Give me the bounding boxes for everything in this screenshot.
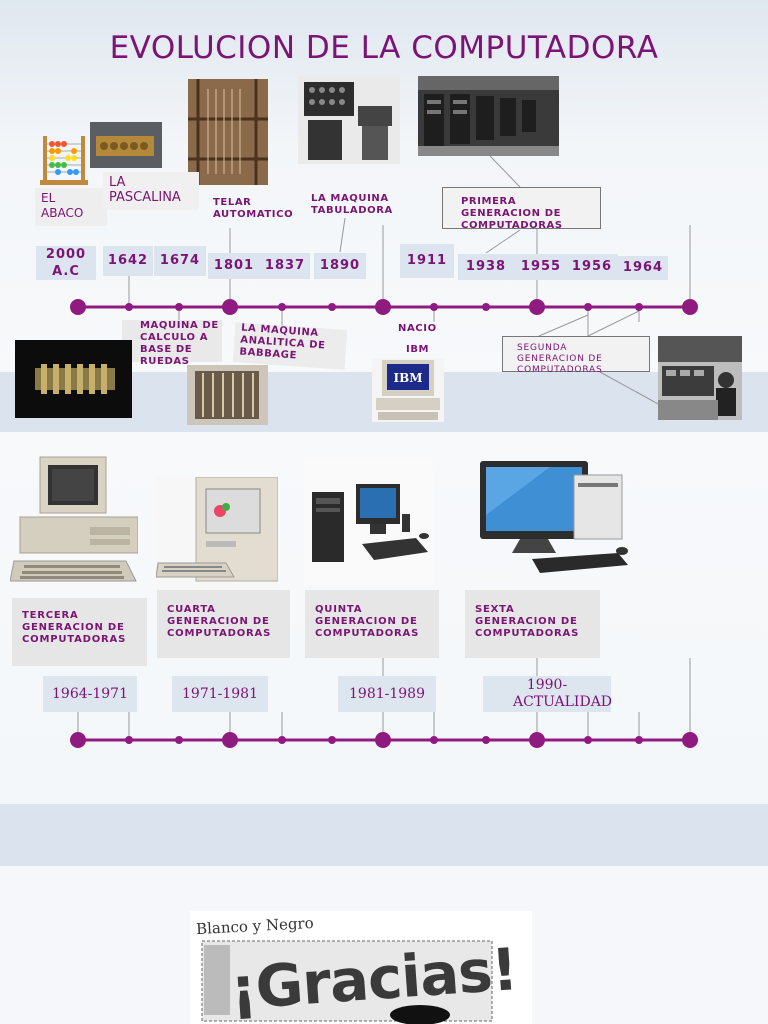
year-1955: 1955 (514, 254, 568, 280)
label-sexta-generacion: SEXTA GENERACION DE COMPUTADORAS (465, 590, 600, 658)
range-tercera: 1964-1971 (43, 676, 137, 712)
sixth-generation-computer-image (480, 461, 628, 573)
year-1890: 1890 (314, 253, 366, 279)
year-1964: 1964 (618, 256, 668, 280)
third-generation-computer-image (10, 456, 138, 582)
label-pascalina: LA PASCALINA (103, 172, 199, 210)
range-cuarta: 1971-1981 (172, 676, 268, 712)
telar-image (188, 79, 268, 185)
page-title: EVOLUCION DE LA COMPUTADORA (109, 30, 659, 66)
year-1938: 1938 (458, 254, 514, 280)
year-1956: 1956 (566, 254, 618, 280)
second-generation-computer-image (658, 336, 742, 420)
label-tabuladora: LA MAQUINA TABULADORA (311, 193, 393, 216)
year-1642: 1642 (103, 246, 153, 276)
svg-text:IBM: IBM (393, 371, 422, 385)
calculating-machine-image (15, 340, 132, 418)
label-primera-generacion: PRIMERA GENERACION DE COMPUTADORAS (442, 187, 601, 231)
label-cuarta-generacion: CUARTA GENERACION DE COMPUTADORAS (157, 590, 290, 658)
abacus-image (40, 136, 88, 185)
label-tercera-generacion: TERCERA GENERACION DE COMPUTADORAS (12, 598, 147, 666)
range-sexta: 1990- ACTUALIDAD (483, 676, 612, 712)
gracias-image: Blanco y Negro ¡Gracias! (190, 911, 532, 1024)
label-telar: TELAR AUTOMATICO (213, 197, 294, 220)
year-1801: 1801 (208, 253, 260, 279)
gracias-graphic (201, 940, 493, 1024)
pascalina-image (90, 122, 162, 168)
label-maquina-calculo: MAQUINA DE CALCULO A BASE DE RUEDAS (122, 320, 222, 367)
ibm-computer-image: IBM (372, 358, 444, 422)
year-1837: 1837 (260, 253, 310, 279)
year-1911: 1911 (400, 244, 454, 278)
year-1674: 1674 (154, 246, 206, 276)
range-quinta: 1981-1989 (338, 676, 436, 712)
fifth-generation-computer-image (304, 458, 434, 586)
year-2000ac: 2000 A.C (36, 246, 96, 280)
label-quinta-generacion: QUINTA GENERACION DE COMPUTADORAS (305, 590, 439, 658)
label-segunda-generacion: SEGUNDA GENERACION DE COMPUTADORAS (502, 336, 650, 375)
label-nacio: NACIO (398, 323, 437, 334)
babbage-engine-image (187, 365, 268, 425)
tabuladora-image (298, 76, 400, 164)
first-generation-computer-image (418, 76, 559, 156)
fourth-generation-computer-image (156, 477, 278, 597)
divider-band (0, 804, 768, 866)
label-maquina-babbage: LA MAQUINA ANALITICA DE BABBAGE (232, 322, 348, 370)
label-abaco: EL ABACO (35, 188, 107, 226)
label-ibm: IBM (406, 344, 430, 355)
